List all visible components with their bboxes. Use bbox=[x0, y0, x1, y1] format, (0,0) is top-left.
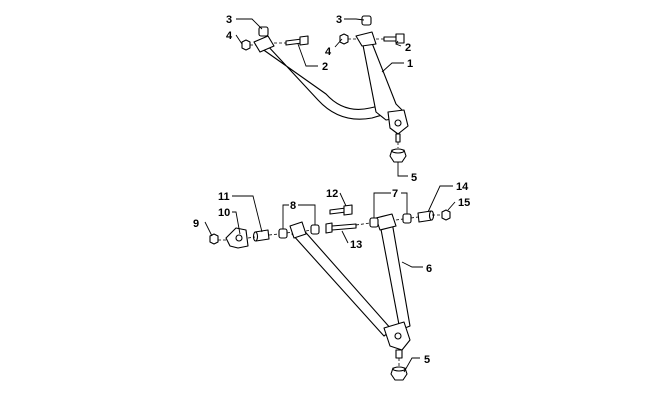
lower-a-arm-assembly bbox=[209, 204, 451, 381]
bushing-left-b bbox=[310, 224, 320, 235]
callout-15: 15 bbox=[458, 197, 470, 209]
callout-1: 1 bbox=[407, 58, 413, 70]
sleeve-left bbox=[252, 229, 270, 242]
sleeve-right bbox=[417, 210, 435, 223]
ball-joint-boot-lower bbox=[390, 358, 408, 381]
callout-2-right: 2 bbox=[405, 42, 411, 54]
callout-7: 7 bbox=[392, 188, 398, 200]
callout-12: 12 bbox=[326, 188, 338, 200]
bolt-lower bbox=[325, 222, 357, 234]
lower-a-arm bbox=[289, 213, 411, 359]
bushing-left-a bbox=[278, 228, 288, 239]
spacer-left bbox=[258, 26, 269, 37]
nut-far-right bbox=[432, 209, 451, 221]
callout-3-left: 3 bbox=[226, 14, 232, 26]
bolt-right bbox=[376, 33, 405, 44]
callout-5-lower: 5 bbox=[424, 354, 430, 366]
bolt-left bbox=[274, 35, 309, 46]
callout-5-upper: 5 bbox=[411, 172, 417, 184]
ball-joint-boot-upper bbox=[389, 142, 407, 163]
upper-a-arm-assembly bbox=[241, 15, 409, 163]
bushing-right-b bbox=[402, 213, 412, 224]
nut-right bbox=[339, 33, 356, 45]
callout-3-right: 3 bbox=[336, 14, 342, 26]
spacer-right bbox=[361, 15, 372, 26]
upper-a-arm bbox=[253, 31, 409, 143]
callout-9: 9 bbox=[193, 218, 199, 230]
callout-13: 13 bbox=[350, 239, 362, 251]
callout-2-left: 2 bbox=[322, 61, 328, 73]
leader-lines bbox=[204, 18, 456, 373]
nut-far-left bbox=[209, 233, 226, 245]
callout-4-left: 4 bbox=[226, 30, 233, 42]
callout-10: 10 bbox=[218, 207, 230, 219]
callout-8: 8 bbox=[290, 200, 296, 212]
nut-left bbox=[241, 39, 256, 51]
callout-4-right: 4 bbox=[325, 46, 332, 58]
bolt-upper bbox=[329, 204, 353, 216]
callout-11: 11 bbox=[218, 191, 230, 203]
callout-6: 6 bbox=[426, 263, 432, 275]
callout-labels: 3 4 3 4 2 2 1 5 12 7 14 11 8 15 10 9 13 … bbox=[193, 14, 470, 366]
callout-14: 14 bbox=[456, 181, 469, 193]
bushing-right-a bbox=[369, 217, 379, 228]
mount-bracket bbox=[225, 227, 249, 249]
